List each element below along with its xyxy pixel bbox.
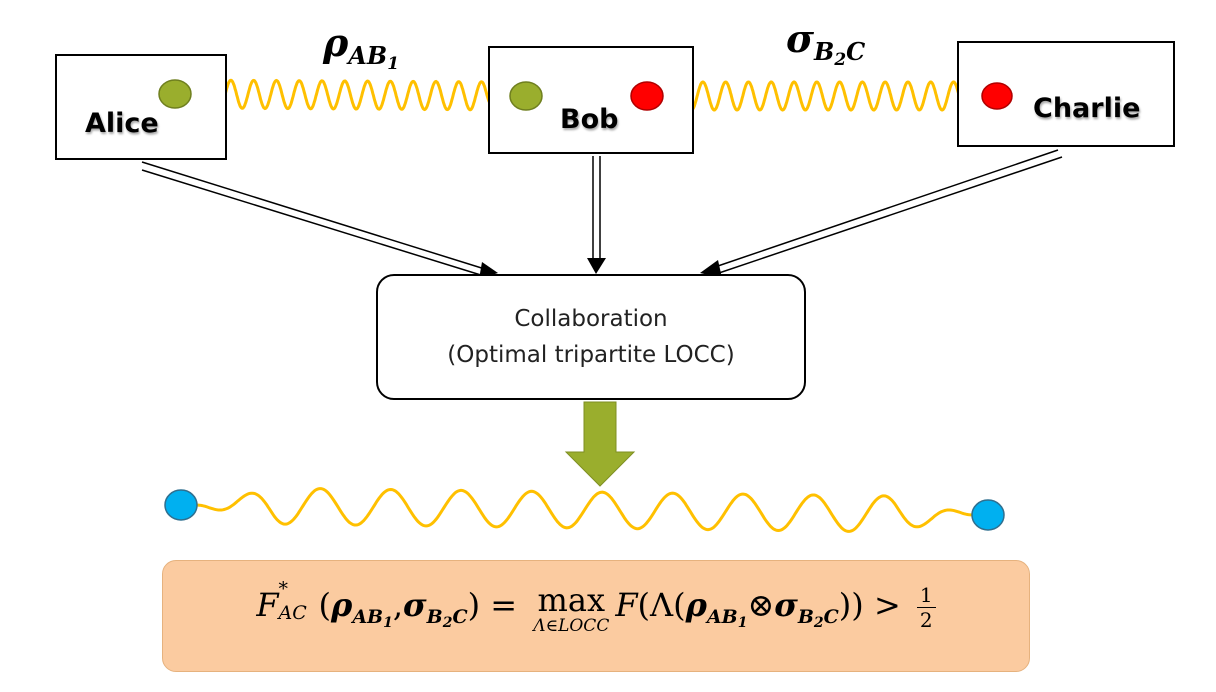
formula-open: ( [318, 586, 332, 624]
formula-eq: = [480, 586, 528, 624]
formula-F2: F [615, 586, 638, 624]
formula-rho-sub: AB [352, 606, 384, 628]
formula-ac: AC [278, 602, 307, 624]
collaboration-subtitle: (Optimal tripartite LOCC) [447, 342, 735, 368]
bob-label: Bob [560, 104, 619, 135]
formula-rho-sub-2: AB [706, 606, 738, 628]
formula-star: * [278, 578, 289, 600]
formula-sigma-subsub-2: 2 [813, 615, 824, 631]
alice-label: Alice [85, 108, 159, 139]
formula-comma: , [392, 586, 404, 624]
formula-max: max [537, 581, 605, 619]
formula-rho-2: ρ [685, 586, 707, 624]
collaboration-box: Collaboration (Optimal tripartite LOCC) [376, 274, 806, 400]
entanglement-wave-bc [663, 80, 982, 112]
bob-box [488, 46, 694, 154]
sigma-symbol: σ [786, 16, 815, 61]
formula-sigma-sub: B [426, 606, 443, 628]
sigma-sub: B [814, 37, 835, 66]
alice-box [55, 54, 227, 160]
entanglement-wave-ab [191, 78, 510, 112]
formula-sigma-sub2: C [452, 606, 468, 628]
formula-sigma-2: σ [774, 586, 798, 624]
collaboration-title: Collaboration [514, 306, 668, 332]
formula-otimes: ⊗ [747, 586, 775, 624]
rho-ab1-label: ρAB1 [323, 20, 399, 74]
rho-sub: AB [348, 41, 388, 70]
formula-sigma-sub-2: B [797, 606, 814, 628]
sigma-subsub: 2 [834, 50, 847, 70]
arrow-bob-to-collab [587, 156, 606, 274]
formula-rho-subsub: 1 [383, 615, 393, 631]
formula-frac-num: 1 [916, 583, 936, 608]
formula-rho-subsub-2: 1 [737, 615, 748, 631]
formula-max-under: Λ∈LOCC [533, 616, 610, 636]
arrow-charlie-to-collab [700, 149, 1063, 278]
formula-scripts: *AC [279, 578, 319, 624]
formula-sigma: σ [403, 586, 427, 624]
formula-frac-den: 2 [919, 608, 933, 632]
down-arrow-icon [564, 401, 636, 487]
rho-symbol: ρ [323, 20, 349, 65]
formula-F: F [256, 586, 279, 624]
sigma-b2c-label: σB2C [786, 16, 865, 70]
arrow-alice-to-collab [141, 161, 498, 279]
formula-rho: ρ [331, 586, 353, 624]
entanglement-wave-ac [196, 487, 973, 533]
formula-sigma-subsub: 2 [442, 615, 453, 631]
charlie-label: Charlie [1033, 93, 1141, 124]
formula-sigma-sub2-2: C [823, 606, 839, 628]
rho-subsub: 1 [387, 54, 400, 74]
sigma-sub2: C [846, 37, 866, 66]
formula-close: ) [467, 586, 481, 624]
formula-close2: )) > [838, 586, 911, 624]
formula-lam-open: (Λ( [637, 586, 686, 624]
